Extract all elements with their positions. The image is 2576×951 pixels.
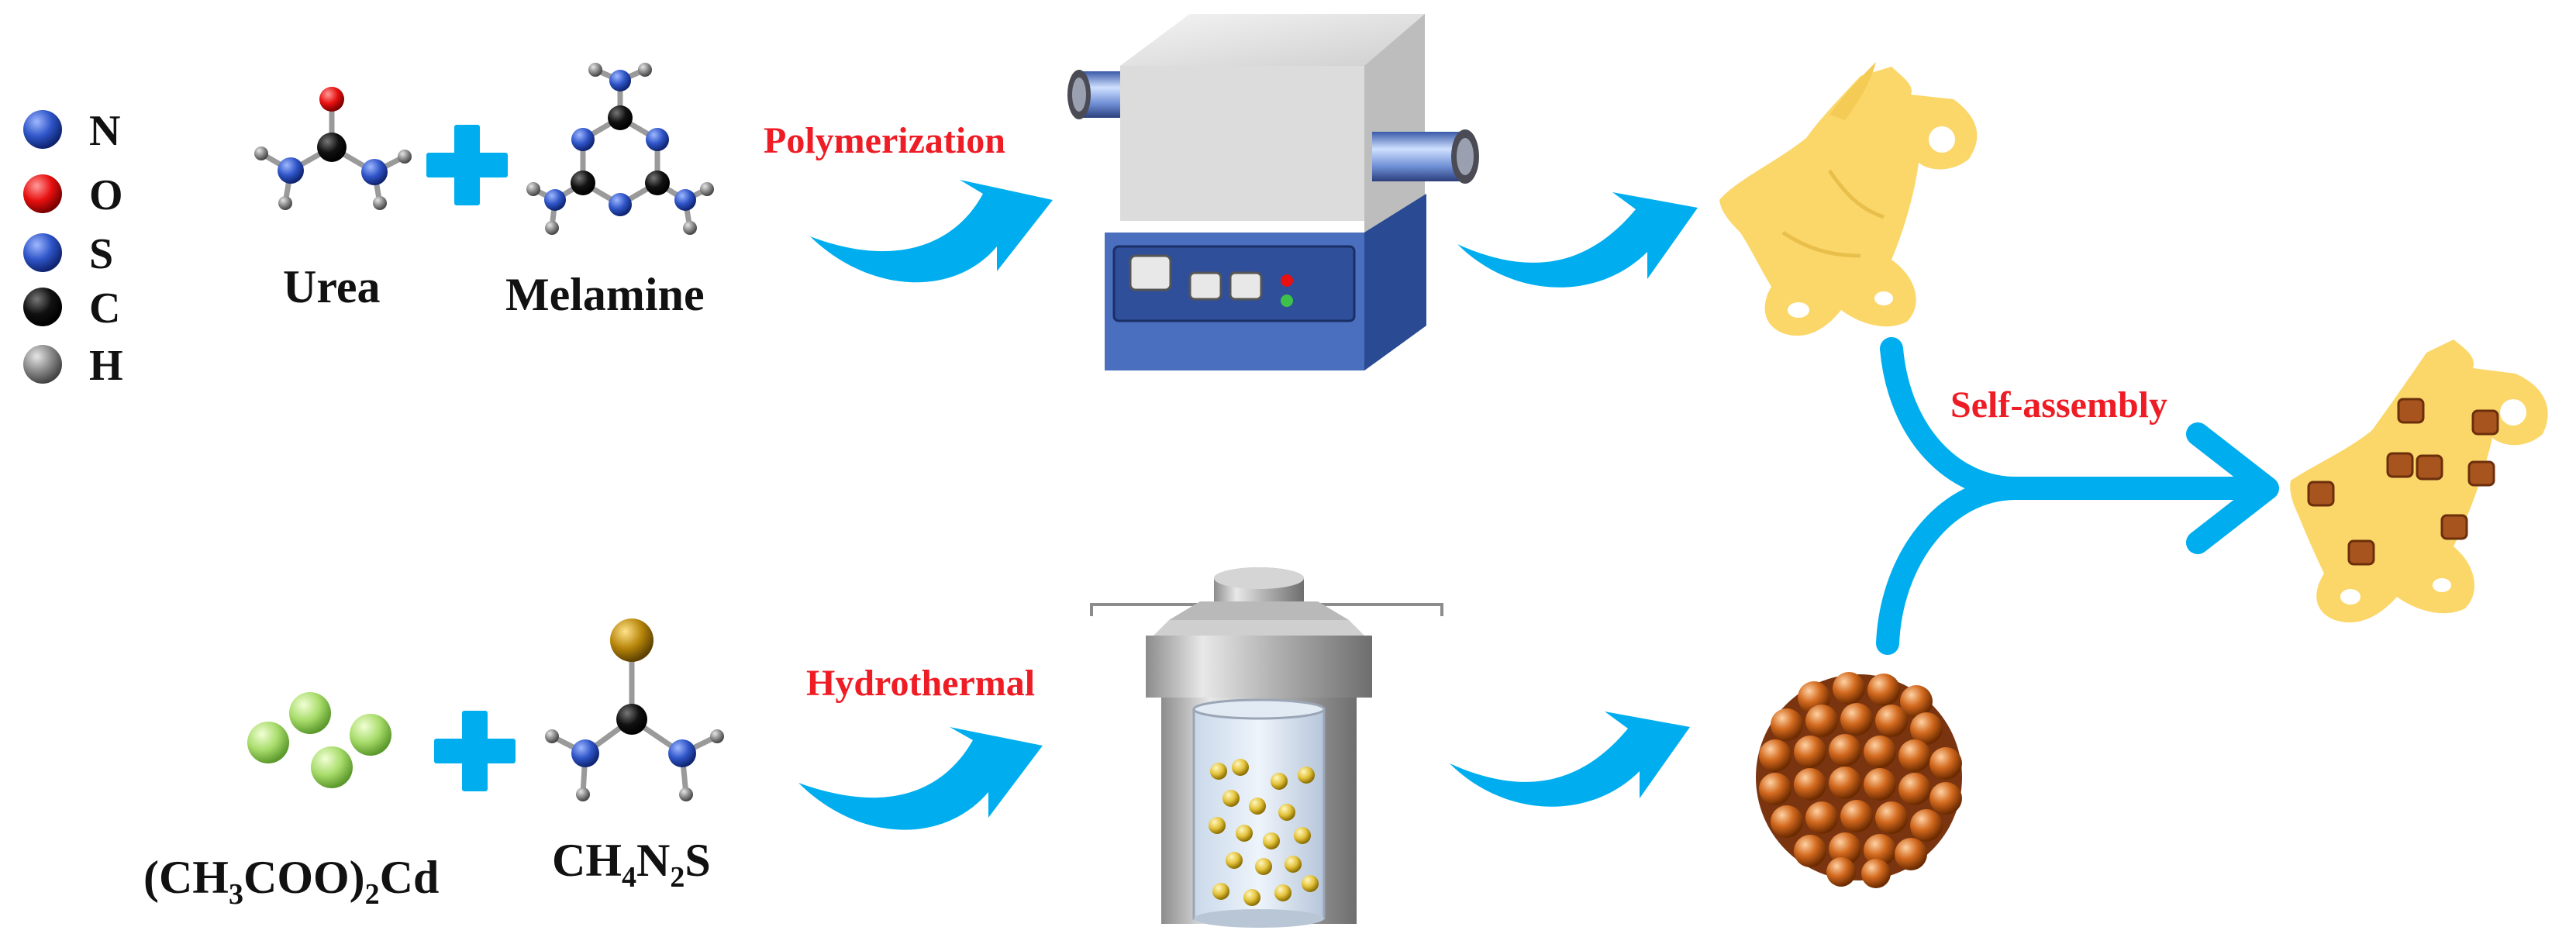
legend-item-c: C	[23, 284, 120, 333]
polymerization-arrow	[810, 180, 1053, 283]
thiourea-label: CH4N2S	[552, 835, 711, 894]
to-cds-arrow	[1450, 712, 1690, 807]
sulfur-atom-icon	[23, 233, 62, 272]
cadmium-acetate-particles-icon	[247, 692, 391, 788]
autoclave-icon	[1090, 567, 1443, 928]
self-assembly-label: Self-assembly	[1950, 384, 2167, 426]
tube-furnace-icon	[1067, 14, 1479, 370]
plus-icon	[426, 125, 508, 205]
legend-item-o: O	[23, 171, 123, 219]
nanosheet-icon	[1719, 62, 1978, 336]
plus-icon	[434, 711, 516, 791]
legend-label: O	[89, 171, 123, 219]
urea-label: Urea	[283, 261, 381, 312]
self-assembly-arrow	[1876, 337, 2279, 655]
legend-item-s: S	[23, 230, 113, 278]
melamine-label: Melamine	[505, 269, 705, 320]
cds-nanosphere-icon	[1756, 672, 1962, 888]
legend-label: C	[89, 284, 120, 333]
oxygen-atom-icon	[23, 174, 62, 213]
composite-product-icon	[2290, 339, 2548, 623]
hydrothermal-arrow	[798, 727, 1043, 830]
atom-legend: N O S C H	[23, 107, 123, 390]
urea-molecule-icon	[254, 87, 412, 210]
carbon-atom-icon	[23, 288, 62, 326]
legend-label: H	[89, 342, 123, 390]
hydrogen-atom-icon	[23, 345, 62, 384]
legend-item-n: N	[23, 107, 120, 155]
polymerization-label: Polymerization	[764, 120, 1005, 161]
to-nanosheet-arrow	[1457, 192, 1698, 288]
legend-item-h: H	[23, 342, 123, 390]
thiourea-molecule-icon	[545, 618, 724, 801]
cadmium-acetate-label: (CH3COO)2Cd	[143, 852, 439, 911]
hydrothermal-label: Hydrothermal	[806, 663, 1035, 704]
melamine-molecule-icon	[526, 63, 714, 235]
legend-label: S	[89, 230, 113, 278]
legend-label: N	[89, 107, 120, 155]
nitrogen-atom-icon	[23, 110, 62, 149]
